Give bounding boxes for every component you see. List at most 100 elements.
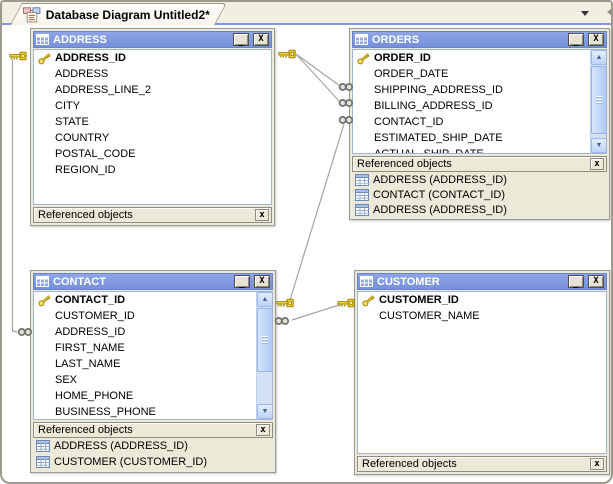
tab-title: Database Diagram Untitled2* bbox=[45, 7, 210, 22]
referenced-objects-label: Referenced objects bbox=[362, 458, 457, 470]
many-icon bbox=[338, 83, 354, 91]
column-row[interactable]: ADDRESS_ID bbox=[55, 326, 126, 338]
referenced-object-row[interactable]: ADDRESS (ADDRESS_ID) bbox=[33, 438, 273, 454]
table-window-customer: CUSTOMER _ X CUSTOMER_ID CUSTOMER_NAME R… bbox=[354, 270, 610, 475]
column-row[interactable]: ORDER_DATE bbox=[374, 68, 449, 80]
close-button[interactable]: X bbox=[588, 33, 604, 46]
scroll-down-icon[interactable]: ▼ bbox=[257, 404, 272, 419]
column-row[interactable]: CONTACT_ID bbox=[374, 116, 444, 128]
table-icon bbox=[36, 34, 49, 45]
close-button[interactable]: X bbox=[253, 33, 269, 46]
column-row[interactable]: ADDRESS_LINE_2 bbox=[55, 84, 151, 96]
column-row[interactable]: ADDRESS_ID bbox=[34, 50, 271, 66]
document-tab-strip: Database Diagram Untitled2* bbox=[2, 2, 611, 25]
primary-key-icon bbox=[357, 52, 370, 65]
column-row[interactable]: SHIPPING_ADDRESS_ID bbox=[374, 84, 503, 96]
referenced-objects-label: Referenced objects bbox=[38, 424, 133, 436]
column-row[interactable]: ESTIMATED_SHIP_DATE bbox=[374, 132, 503, 144]
close-button[interactable]: X bbox=[588, 275, 604, 288]
minimize-button[interactable]: _ bbox=[568, 33, 584, 46]
panel-close-icon[interactable]: x bbox=[590, 158, 604, 170]
contact-titlebar[interactable]: CONTACT _ X bbox=[33, 273, 273, 290]
column-row[interactable]: LAST_NAME bbox=[55, 358, 121, 370]
table-window-address: ADDRESS _ X ADDRESS_ID ADDRESS ADDRESS_L… bbox=[30, 28, 275, 226]
primary-key-icon bbox=[38, 294, 51, 307]
column-row[interactable]: REGION_ID bbox=[55, 164, 116, 176]
table-title: ORDERS bbox=[372, 33, 420, 46]
orders-titlebar[interactable]: ORDERS _ X bbox=[352, 31, 607, 48]
tab-list-chevron-down-icon[interactable] bbox=[581, 11, 589, 16]
referenced-objects-bar: Referenced objects x bbox=[33, 422, 273, 438]
tab-database-diagram[interactable]: Database Diagram Untitled2* bbox=[10, 3, 227, 25]
column-row[interactable]: ORDER_ID bbox=[353, 50, 606, 66]
referenced-object-row[interactable]: CUSTOMER (CUSTOMER_ID) bbox=[33, 454, 273, 470]
primary-key-icon bbox=[38, 52, 51, 65]
column-row[interactable]: ACTUAL_SHIP_DATE bbox=[374, 148, 484, 154]
scroll-up-icon[interactable]: ▲ bbox=[591, 50, 606, 65]
many-icon bbox=[338, 99, 354, 107]
many-icon bbox=[274, 317, 290, 325]
column-row[interactable]: BILLING_ADDRESS_ID bbox=[374, 100, 493, 112]
minimize-button[interactable]: _ bbox=[234, 275, 250, 288]
close-button[interactable]: X bbox=[254, 275, 270, 288]
column-row[interactable]: CUSTOMER_ID bbox=[358, 292, 606, 308]
vertical-scrollbar[interactable]: ▲ ▼ bbox=[590, 50, 606, 153]
primary-key-icon bbox=[362, 294, 375, 307]
referenced-object-row[interactable]: ADDRESS (ADDRESS_ID) bbox=[352, 172, 607, 187]
column-row[interactable]: FIRST_NAME bbox=[55, 342, 125, 354]
table-icon bbox=[36, 456, 50, 468]
table-title: CUSTOMER bbox=[377, 275, 440, 288]
table-icon bbox=[36, 440, 50, 452]
scrollbar-thumb[interactable] bbox=[591, 66, 606, 134]
referenced-objects-label: Referenced objects bbox=[38, 209, 133, 221]
table-icon bbox=[36, 276, 49, 287]
customer-titlebar[interactable]: CUSTOMER _ X bbox=[357, 273, 607, 290]
column-row[interactable]: COUNTRY bbox=[55, 132, 110, 144]
table-title: CONTACT bbox=[53, 275, 106, 288]
column-row[interactable]: ADDRESS bbox=[55, 68, 109, 80]
address-titlebar[interactable]: ADDRESS _ X bbox=[33, 31, 272, 48]
panel-close-icon[interactable]: x bbox=[590, 458, 604, 470]
table-window-contact: CONTACT _ X CONTACT_ID CUSTOMER_ID ADDRE… bbox=[30, 270, 276, 473]
address-column-list: ADDRESS_ID ADDRESS ADDRESS_LINE_2 CITY S… bbox=[33, 49, 272, 205]
many-icon bbox=[17, 328, 33, 336]
scroll-down-icon[interactable]: ▼ bbox=[591, 138, 606, 153]
column-row[interactable]: CITY bbox=[55, 100, 81, 112]
table-icon bbox=[355, 188, 369, 201]
referenced-object-row[interactable]: CONTACT (CONTACT_ID) bbox=[352, 187, 607, 202]
customer-column-list: CUSTOMER_ID CUSTOMER_NAME bbox=[357, 291, 607, 454]
vertical-scrollbar[interactable]: ▲ ▼ bbox=[256, 292, 272, 419]
column-row[interactable]: CUSTOMER_ID bbox=[55, 310, 135, 322]
tab-scroll-edge-icon[interactable] bbox=[607, 7, 611, 17]
table-icon bbox=[355, 173, 369, 186]
panel-close-icon[interactable]: x bbox=[255, 209, 269, 221]
panel-close-icon[interactable]: x bbox=[256, 424, 270, 436]
database-diagram-icon bbox=[23, 6, 41, 22]
key-icon bbox=[276, 298, 294, 308]
column-row[interactable]: CUSTOMER_NAME bbox=[379, 310, 480, 322]
many-icon bbox=[338, 116, 354, 124]
column-row[interactable]: CONTACT_ID bbox=[34, 292, 272, 308]
table-title: ADDRESS bbox=[53, 33, 107, 46]
minimize-button[interactable]: _ bbox=[568, 275, 584, 288]
orders-column-list: ORDER_ID ORDER_DATE SHIPPING_ADDRESS_ID … bbox=[352, 49, 607, 154]
referenced-objects-bar: Referenced objects x bbox=[33, 207, 272, 223]
minimize-button[interactable]: _ bbox=[233, 33, 249, 46]
scroll-up-icon[interactable]: ▲ bbox=[257, 292, 272, 307]
column-row[interactable]: SEX bbox=[55, 374, 78, 386]
column-row[interactable]: POSTAL_CODE bbox=[55, 148, 136, 160]
referenced-objects-bar: Referenced objects x bbox=[352, 156, 607, 172]
contact-column-list: CONTACT_ID CUSTOMER_ID ADDRESS_ID FIRST_… bbox=[33, 291, 273, 420]
scrollbar-thumb[interactable] bbox=[257, 308, 272, 372]
referenced-object-row[interactable]: ADDRESS (ADDRESS_ID) bbox=[352, 202, 607, 217]
column-row[interactable]: HOME_PHONE bbox=[55, 390, 134, 402]
table-icon bbox=[355, 203, 369, 216]
table-icon bbox=[360, 276, 373, 287]
referenced-objects-bar: Referenced objects x bbox=[357, 456, 607, 472]
key-icon bbox=[337, 298, 355, 308]
column-row[interactable]: BUSINESS_PHONE bbox=[55, 406, 156, 418]
key-icon bbox=[9, 51, 27, 61]
column-row[interactable]: STATE bbox=[55, 116, 89, 128]
key-icon bbox=[278, 49, 296, 59]
